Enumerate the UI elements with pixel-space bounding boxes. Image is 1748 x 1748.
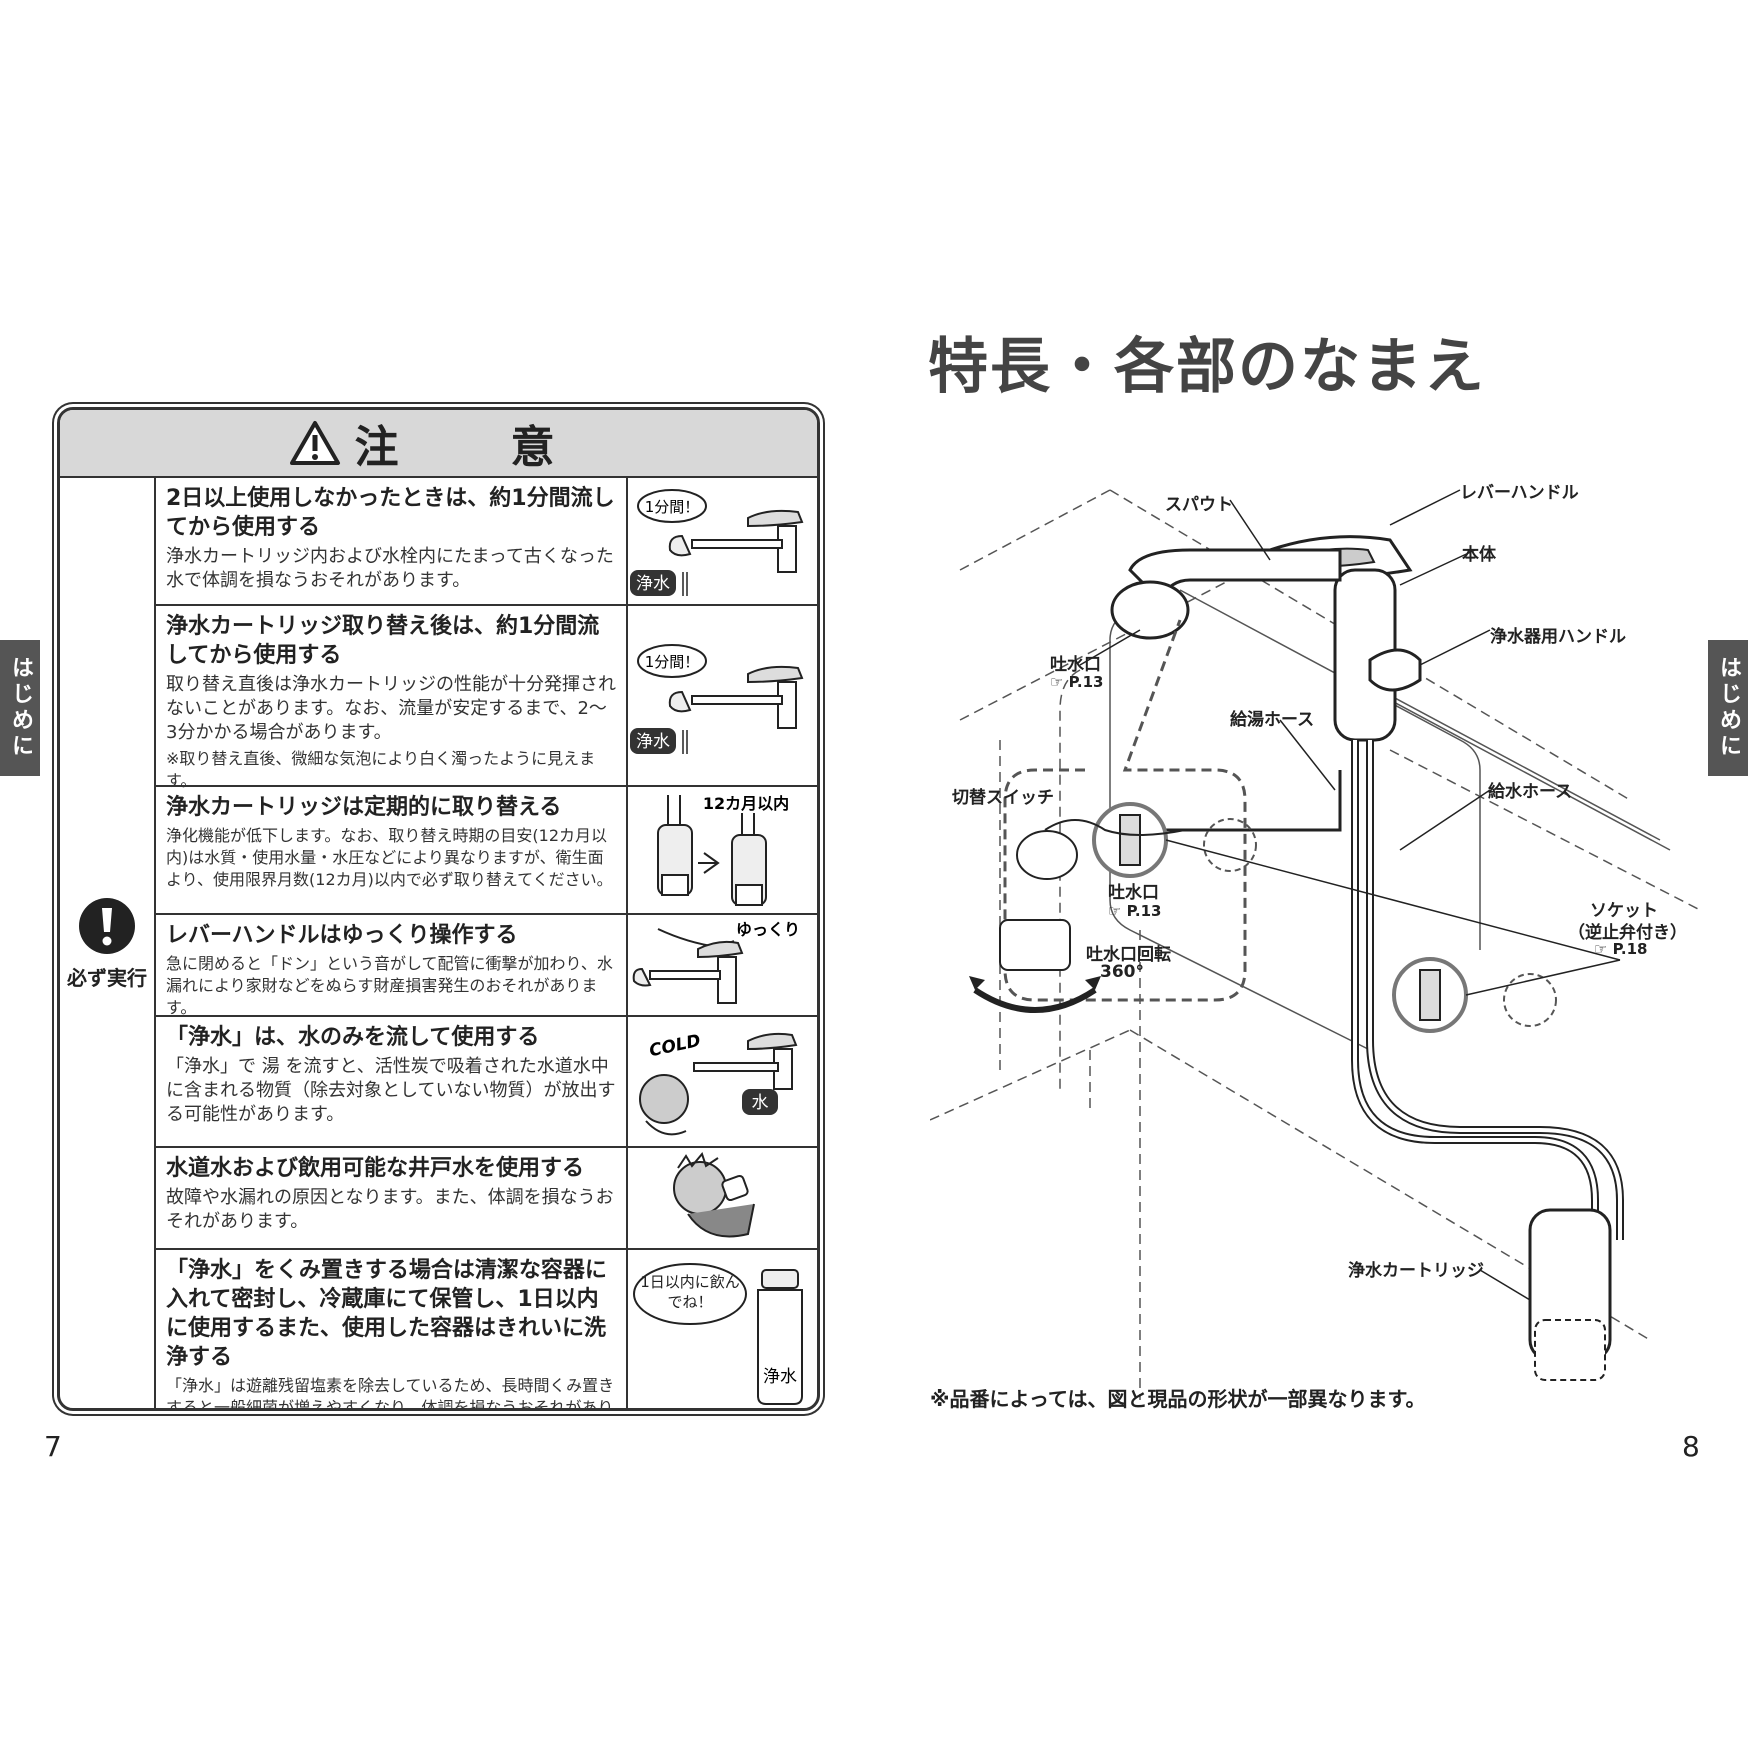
- page-number-right: 8: [1682, 1430, 1700, 1463]
- caution-row: 水道水および飲用可能な井戸水を使用する 故障や水漏れの原因となります。また、体調…: [156, 1148, 817, 1250]
- ill-label: COLD: [648, 1031, 703, 1061]
- label-cold-hose: 給水ホース: [1488, 782, 1573, 802]
- label-purifier-handle: 浄水器用ハンドル: [1490, 627, 1626, 647]
- bubble-text: 1分間！: [645, 498, 700, 516]
- label-lever-handle: レバーハンドル: [1460, 483, 1579, 503]
- label-spout: スパウト: [1165, 495, 1233, 515]
- label-socket-sub: （逆止弁付き）: [1568, 923, 1687, 943]
- must-do-column: 必ず実行: [60, 478, 156, 1408]
- warning-icon: [289, 421, 340, 465]
- row-body: 「浄水」で 湯 を流すと、活性炭で吸着された水道水中に含まれる物質（除去対象とし…: [166, 1056, 616, 1125]
- row-heading: レバーハンドルはゆっくり操作する: [166, 923, 518, 948]
- cold-water-illustration: COLD 水: [626, 1017, 817, 1146]
- caution-header: 注 意: [60, 410, 817, 478]
- bubble-text: 1日以内に飲んでね！: [640, 1273, 740, 1311]
- row-body: 故障や水漏れの原因となります。また、体調を損なうおそれがあります。: [166, 1187, 614, 1232]
- ref-outlet-2: ☞ P.13: [1108, 902, 1162, 920]
- row-body: 急に閉めると「ドン」という音がして配管に衝撃が加わり、水漏れにより家財などをぬら…: [166, 954, 613, 1017]
- row-heading: 「浄水」をくみ置きする場合は清潔な容器に入れて密封し、冷蔵庫にて保管し、1日以内…: [166, 1258, 607, 1370]
- faucet-diagram: [930, 489, 1700, 1400]
- ref-outlet: ☞ P.13: [1050, 673, 1104, 691]
- row-body: 浄水カートリッジ内および水栓内にたまって古くなった水で体調を損なうおそれがありま…: [166, 546, 614, 591]
- caution-row: 浄水カートリッジは定期的に取り替える 浄化機能が低下します。なお、取り替え時期の…: [156, 787, 817, 915]
- ill-label: ゆっくり: [736, 920, 800, 939]
- row-heading: 「浄水」は、水のみを流して使用する: [166, 1025, 540, 1050]
- label-outlet: 吐水口: [1050, 655, 1101, 675]
- page-title: 特長・各部のなまえ: [928, 332, 1486, 402]
- row-note: ※取り替え直後、微細な気泡により白く濁ったように見えます。: [166, 749, 596, 790]
- tag-text: 水: [752, 1093, 769, 1113]
- page-number-left: 7: [44, 1430, 62, 1463]
- label-outlet-2: 吐水口: [1108, 883, 1159, 903]
- cartridge-illustration: 12カ月以内: [626, 787, 817, 913]
- label-rotate: 吐水口回転: [1086, 945, 1171, 965]
- caution-row: 浄水カートリッジ取り替え後は、約1分間流してから使用する 取り替え直後は浄水カー…: [156, 606, 817, 790]
- label-body: 本体: [1462, 545, 1496, 565]
- row-heading: 2日以上使用しなかったときは、約1分間流してから使用する: [166, 486, 615, 540]
- faucet-illustration: 1分間！ 浄水: [626, 478, 817, 604]
- caution-row: 「浄水」をくみ置きする場合は清潔な容器に入れて密封し、冷蔵庫にて保管し、1日以内…: [156, 1250, 817, 1408]
- caution-box: 注 意 必ず実行 2日以上使用しなかったときは、約1分間流してから使用する 浄水…: [57, 407, 820, 1411]
- lever-illustration: ゆっくり: [626, 915, 817, 1015]
- row-body: 浄化機能が低下します。なお、取り替え時期の目安(12カ月以内)は水質・使用水量・…: [166, 826, 613, 889]
- must-do-label: 必ず実行: [67, 965, 147, 990]
- row-heading: 水道水および飲用可能な井戸水を使用する: [166, 1156, 585, 1181]
- bubble-text: 1分間！: [645, 653, 700, 671]
- label-rotate-deg: 360°: [1100, 962, 1144, 982]
- caution-row: 「浄水」は、水のみを流して使用する 「浄水」で 湯 を流すと、活性炭で吸着された…: [156, 1017, 817, 1148]
- ref-socket: ☞ P.18: [1594, 940, 1648, 958]
- row-heading: 浄水カートリッジ取り替え後は、約1分間流してから使用する: [166, 614, 600, 668]
- row-heading: 浄水カートリッジは定期的に取り替える: [166, 795, 562, 820]
- drinking-illustration: [626, 1148, 817, 1248]
- footnote: ※品番によっては、図と現品の形状が一部異なります。: [930, 1387, 1426, 1411]
- tag-text: 浄水: [636, 732, 670, 752]
- tag-text: 浄水: [763, 1367, 797, 1387]
- label-hot-hose: 給湯ホース: [1230, 710, 1315, 730]
- side-tab-right: はじめに: [1708, 640, 1748, 776]
- tag-text: 浄水: [636, 574, 670, 594]
- label-switch: 切替スイッチ: [952, 788, 1054, 808]
- caution-title: 注 意: [354, 422, 589, 473]
- caution-row: 2日以上使用しなかったときは、約1分間流してから使用する 浄水カートリッジ内およ…: [156, 478, 817, 606]
- bottle-illustration: 1日以内に飲んでね！ 浄水: [626, 1250, 817, 1408]
- ill-label: 12カ月以内: [703, 794, 789, 813]
- faucet-illustration: 1分間！ 浄水: [626, 606, 817, 785]
- row-body: 「浄水」は遊離残留塩素を除去しているため、長時間くみ置きすると一般細菌が増えやす…: [166, 1376, 615, 1411]
- row-body: 取り替え直後は浄水カートリッジの性能が十分発揮されないことがあります。なお、流量…: [166, 674, 616, 743]
- caution-row: レバーハンドルはゆっくり操作する 急に閉めると「ドン」という音がして配管に衝撃が…: [156, 915, 817, 1017]
- label-socket: ソケット: [1590, 901, 1658, 921]
- label-cartridge: 浄水カートリッジ: [1348, 1261, 1484, 1281]
- side-tab-left: はじめに: [0, 640, 40, 776]
- mandatory-icon: [79, 897, 135, 954]
